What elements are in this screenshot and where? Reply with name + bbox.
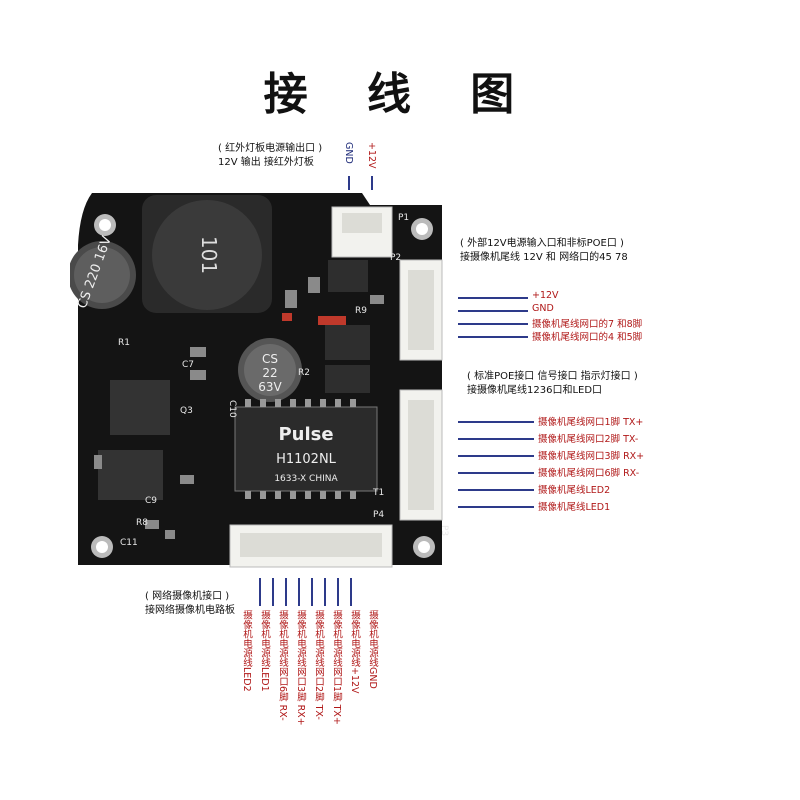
poe-interface-note-line2: 接摄像机尾线1236口和LED口 [467,385,603,396]
camera-interface-note-line1: ( 网络摄像机接口 ) [145,591,230,602]
svg-text:C7: C7 [182,360,194,370]
svg-text:R2: R2 [298,368,310,378]
wire-p4-1 [259,578,261,606]
svg-text:P3: P3 [439,525,449,536]
p2-label-pin78: 摄像机尾线网口的7 和8脚 [532,319,643,330]
svg-text:1633-X CHINA: 1633-X CHINA [274,474,338,484]
svg-text:P2: P2 [390,253,401,263]
p3-label-rx-minus: 摄像机尾线网口6脚 RX- [538,468,640,479]
p4-label-tx-plus: 摄像机电源线网口1脚 TX+ [331,610,342,725]
wire-p3-6 [458,506,534,508]
svg-text:R8: R8 [136,518,148,528]
ir-output-note-line1: ( 红外灯板电源输出口 ) [218,143,323,154]
regulator [98,450,163,500]
svg-text:CS: CS [262,352,278,366]
inductor-label: 101 [197,236,221,274]
transistor-q3 [110,380,170,435]
p4-label-rx-plus: 摄像机电源线网口3脚 RX+ [295,610,306,726]
svg-text:Q3: Q3 [180,406,193,416]
wire-p4-2 [272,578,274,606]
wire-p4-7 [337,578,339,606]
svg-text:22: 22 [262,366,277,380]
ir-output-note-line2: 12V 输出 接红外灯板 [218,157,314,168]
wire-p3-1 [458,421,534,423]
p2-label-12v: +12V [532,290,559,301]
wire-p3-3 [458,455,534,457]
wire-p3-2 [458,438,534,440]
svg-text:H1102NL: H1102NL [276,452,337,467]
svg-text:T1: T1 [372,488,384,498]
p4-label-12v: 摄像机电源线+12V [349,610,360,694]
power-input-note: ( 外部12V电源输入口和非标POE口 ) 接摄像机尾线 12V 和 网络口的4… [460,237,628,265]
p4-label-tx-minus: 摄像机电源线网口2脚 TX- [313,610,324,720]
svg-text:P4: P4 [373,510,384,520]
svg-text:C9: C9 [145,496,157,506]
diode [318,316,346,325]
p4-label-led2: 摄像机电源线LED2 [241,610,252,692]
p3-label-led1: 摄像机尾线LED1 [538,502,611,513]
wire-p4-3 [285,578,287,606]
poe-interface-note-line1: ( 标准POE接口 信号接口 指示灯接口 ) [467,371,638,382]
svg-text:63V: 63V [258,380,282,394]
top-pin-gnd: GND [343,142,354,164]
power-input-note-line1: ( 外部12V电源输入口和非标POE口 ) [460,238,624,249]
poe-interface-note: ( 标准POE接口 信号接口 指示灯接口 ) 接摄像机尾线1236口和LED口 [467,370,638,398]
p3-label-rx-plus: 摄像机尾线网口3脚 RX+ [538,451,645,462]
camera-interface-note: ( 网络摄像机接口 ) 接网络摄像机电路板 [145,590,235,618]
p2-label-gnd: GND [532,303,554,314]
svg-text:C10: C10 [227,400,237,418]
svg-text:P1: P1 [398,213,409,223]
svg-text:R9: R9 [355,306,367,316]
top-pin-12v: +12V [366,142,377,169]
top-wire-gnd [348,176,350,190]
wire-p4-5 [311,578,313,606]
wire-p3-5 [458,489,534,491]
p3-label-led2: 摄像机尾线LED2 [538,485,611,496]
wire-p2-2 [458,310,528,312]
wire-p2-1 [458,297,528,299]
wire-p4-6 [324,578,326,606]
wire-p3-4 [458,472,534,474]
svg-text:Pulse: Pulse [278,424,333,445]
wire-p4-4 [298,578,300,606]
p4-label-gnd: 摄像机电源线GND [367,610,378,689]
inductor-core [152,200,262,310]
camera-interface-note-line2: 接网络摄像机电路板 [145,605,235,616]
top-wire-12v [371,176,373,190]
wire-p2-4 [458,336,528,338]
p4-label-led1: 摄像机电源线LED1 [259,610,270,692]
svg-text:C11: C11 [120,538,138,548]
p2-label-pin45: 摄像机尾线网口的4 和5脚 [532,332,643,343]
page-title: 接 线 图 [263,69,537,120]
ir-output-note: ( 红外灯板电源输出口 ) 12V 输出 接红外灯板 [218,142,322,170]
wire-p2-3 [458,323,528,325]
pcb-board: 101 CS 220 16V CS 22 63V Pulse H1102NL 1… [70,193,449,568]
p4-label-rx-minus: 摄像机电源线网口6脚 RX- [277,610,288,721]
svg-text:R1: R1 [118,338,130,348]
wire-p4-8 [350,578,352,606]
p3-label-tx-minus: 摄像机尾线网口2脚 TX- [538,434,639,445]
power-input-note-line2: 接摄像机尾线 12V 和 网络口的45 78 [460,252,628,263]
p3-label-tx-plus: 摄像机尾线网口1脚 TX+ [538,417,644,428]
